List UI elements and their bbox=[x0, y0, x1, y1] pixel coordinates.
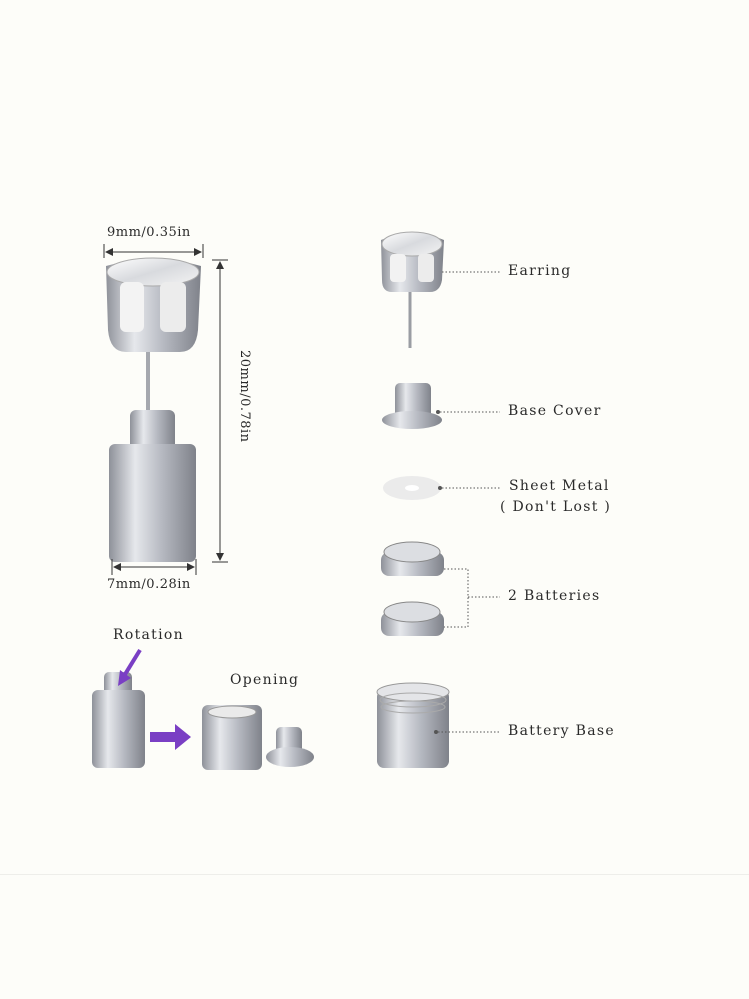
base-cover-part bbox=[382, 383, 500, 429]
rotation-illustration bbox=[92, 648, 191, 768]
sheet-metal-note: ( Don't Lost ) bbox=[500, 499, 612, 515]
opening-illustration bbox=[202, 705, 314, 770]
earring-assembled-large bbox=[103, 244, 228, 575]
base-width-dimension-label: 7mm/0.28in bbox=[107, 577, 191, 592]
sheet-metal-label: Sheet Metal bbox=[509, 478, 610, 494]
height-dimension-label: 20mm/0.78in bbox=[237, 350, 252, 443]
divider bbox=[0, 874, 749, 875]
batteries-part bbox=[381, 541, 500, 636]
battery-base-part bbox=[376, 682, 500, 768]
base-cover-label: Base Cover bbox=[508, 403, 602, 419]
opening-label: Opening bbox=[230, 672, 300, 688]
sheet-metal-part bbox=[383, 476, 500, 500]
width-dimension-label: 9mm/0.35in bbox=[107, 225, 191, 240]
right-arrow-icon bbox=[150, 732, 176, 742]
rotation-label: Rotation bbox=[113, 627, 184, 643]
battery-base-label: Battery Base bbox=[508, 723, 615, 739]
batteries-label: 2 Batteries bbox=[508, 588, 601, 604]
earring-label: Earring bbox=[508, 263, 572, 279]
earring-part bbox=[381, 231, 500, 348]
